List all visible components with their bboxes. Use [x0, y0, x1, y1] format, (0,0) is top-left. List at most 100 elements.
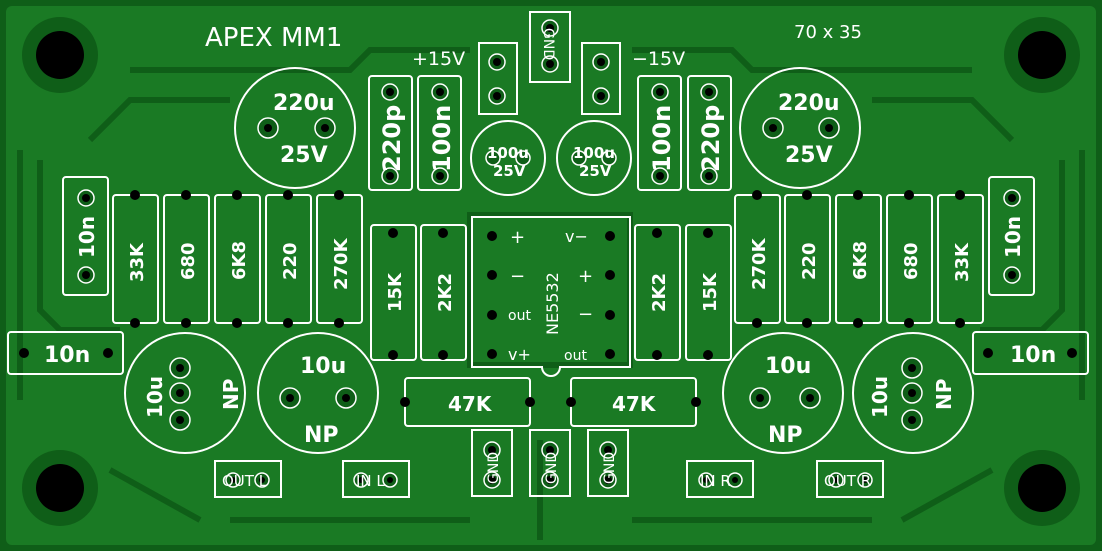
- cap-100n-left-outline: [417, 75, 462, 191]
- res-270k-left-label: 270K: [331, 237, 352, 290]
- ic-pin-right-2: +: [578, 266, 593, 287]
- copper-pour: [6, 6, 1096, 545]
- cap-100n-left-label: 100n: [428, 105, 456, 172]
- component-labels: 220u 25V 220u 25V 100u 25V 100u 25V 220p…: [44, 28, 1056, 490]
- cap-100u-left-outline: [470, 120, 546, 196]
- conn-out-r-label: OUT R: [824, 472, 871, 490]
- cap-10n-left-h-label: 10n: [44, 343, 90, 368]
- cap-np-4-outline: [852, 332, 974, 454]
- mounting-hole-br: [1004, 450, 1080, 526]
- res-6k8-right-label: 6K8: [850, 241, 871, 280]
- conn-in-l-label: IN L: [356, 472, 385, 490]
- gnd-bottom-1-label: GND: [486, 452, 502, 484]
- conn-out-l-label: OUT L: [222, 472, 268, 490]
- cap-np-4-type: NP: [932, 379, 956, 410]
- ic-name: NE5532: [543, 272, 562, 335]
- cap-10n-right-v-label: 10n: [1001, 216, 1025, 258]
- ic-outline: [471, 216, 631, 377]
- supply-negative-label: −15V: [632, 48, 685, 70]
- ic-pin-left-4: v+: [508, 345, 531, 364]
- res-2k2-left-label: 2K2: [435, 273, 456, 312]
- cap-np-4-value: 10u: [868, 376, 892, 418]
- res-33k-left-label: 33K: [127, 242, 148, 282]
- conn-in-r-outline: [686, 460, 754, 498]
- ic-pin-left-2: −: [510, 266, 525, 287]
- cap-100n-right-outline: [637, 75, 682, 191]
- res-680-right-label: 680: [901, 242, 922, 280]
- cap-100u-right-outline: [556, 120, 632, 196]
- header-gnd-b1-outline: [471, 429, 513, 497]
- cap-100u-right-voltage: 25V: [579, 162, 612, 180]
- cap-220u-right-voltage: 25V: [785, 143, 833, 168]
- cap-np-3-value: 10u: [765, 354, 811, 379]
- cap-220p-left-outline: [368, 75, 413, 191]
- res-2k2-left-outline: [420, 224, 467, 361]
- cap-220u-left-voltage: 25V: [280, 143, 328, 168]
- conn-in-l-outline: [342, 460, 410, 498]
- header-gnd-b3-outline: [587, 429, 629, 497]
- ic-pin-right-3: −: [578, 304, 593, 325]
- gnd-bottom-2-label: GND: [544, 452, 560, 484]
- drill-holes: [19, 24, 1077, 484]
- cap-np-2-type: NP: [304, 423, 339, 448]
- ic-pin-right-1: v−: [565, 227, 588, 246]
- cap-np-1-outline: [124, 332, 246, 454]
- cap-100u-left-value: 100u: [487, 144, 529, 162]
- cap-np-3-outline: [722, 332, 844, 454]
- cap-10n-left-h-outline: [7, 331, 124, 375]
- copper-traces: [17, 47, 1085, 540]
- gnd-bottom-3-label: GND: [602, 452, 618, 484]
- res-220-right-label: 220: [799, 242, 820, 280]
- res-15k-right-outline: [685, 224, 732, 361]
- res-47k-left-label: 47K: [448, 392, 493, 416]
- res-47k-right-label: 47K: [612, 392, 657, 416]
- cap-10n-right-v-outline: [988, 176, 1035, 296]
- header-gnd-b2-outline: [529, 429, 571, 497]
- header-neg-outline: [581, 42, 621, 115]
- cap-220u-left-value: 220u: [273, 91, 335, 116]
- cap-100u-right-value: 100u: [573, 144, 615, 162]
- gnd-top-label: GND: [540, 28, 556, 60]
- res-270k-right-label: 270K: [749, 237, 770, 290]
- header-pos-outline: [478, 42, 518, 115]
- mounting-hole-tr: [1004, 17, 1080, 93]
- cap-np-1-type: NP: [219, 379, 243, 410]
- cap-np-3-type: NP: [768, 423, 803, 448]
- ic-pin-left-3: out: [508, 308, 531, 324]
- cap-220p-right-outline: [687, 75, 732, 191]
- cap-np-2-value: 10u: [300, 354, 346, 379]
- ic-pin-right-4: out: [564, 348, 587, 364]
- conn-out-r-outline: [816, 460, 884, 498]
- cap-np-1-value: 10u: [143, 376, 167, 418]
- header-gnd-top-outline: [529, 11, 571, 83]
- res-15k-left-label: 15K: [385, 272, 406, 312]
- res-15k-right-label: 15K: [700, 272, 721, 312]
- board-title: APEX MM1: [205, 23, 342, 53]
- board-size: 70 x 35: [794, 22, 862, 43]
- res-680-left-label: 680: [178, 242, 199, 280]
- conn-in-r-label: IN R: [700, 472, 731, 490]
- cap-220u-left-outline: [234, 67, 356, 189]
- mounting-hole-bl: [22, 450, 98, 526]
- mounting-hole-tl: [22, 17, 98, 93]
- cap-100u-left-voltage: 25V: [493, 162, 526, 180]
- cap-220u-right-outline: [739, 67, 861, 189]
- res-33k-right-label: 33K: [952, 242, 973, 282]
- ic-pin-left-1: +: [510, 227, 525, 248]
- res-15k-left-outline: [370, 224, 417, 361]
- cap-np-2-outline: [257, 332, 379, 454]
- res-2k2-right-outline: [634, 224, 681, 361]
- cap-220p-left-label: 220p: [378, 105, 406, 172]
- cap-220p-right-label: 220p: [697, 105, 725, 172]
- conn-out-l-outline: [214, 460, 282, 498]
- cap-10n-left-v-outline: [62, 176, 109, 296]
- cap-220u-right-value: 220u: [778, 91, 840, 116]
- cap-10n-left-v-label: 10n: [75, 216, 99, 258]
- res-2k2-right-label: 2K2: [649, 273, 670, 312]
- res-220-left-label: 220: [280, 242, 301, 280]
- supply-positive-label: +15V: [412, 48, 465, 70]
- cap-10n-right-h-outline: [972, 331, 1089, 375]
- res-6k8-left-label: 6K8: [229, 241, 250, 280]
- cap-10n-right-h-label: 10n: [1010, 343, 1056, 368]
